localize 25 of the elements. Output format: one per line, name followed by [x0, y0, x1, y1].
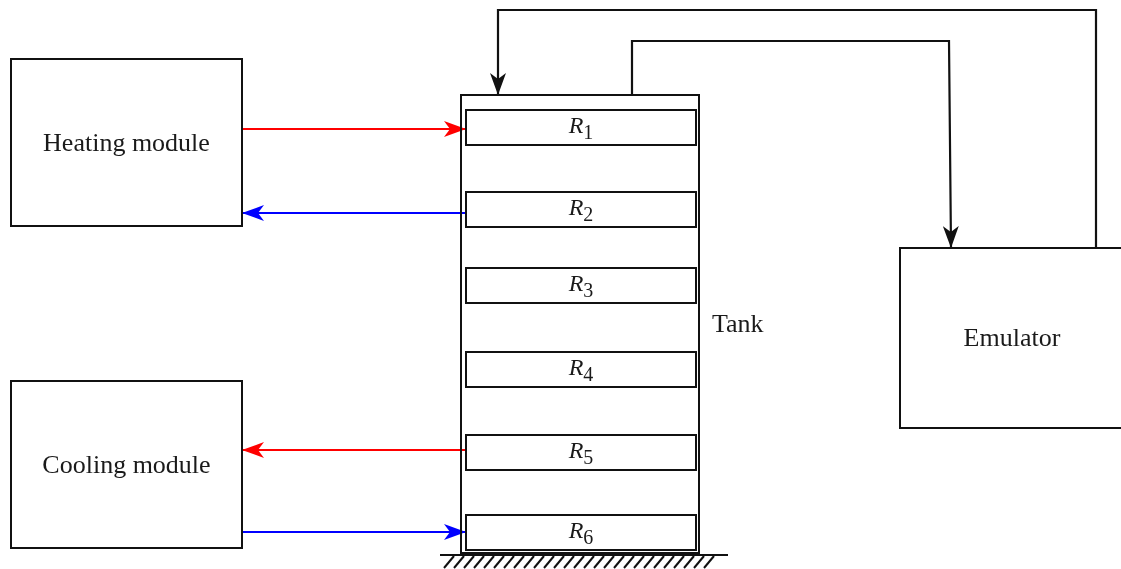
- layer-box: [465, 191, 697, 228]
- layer-label: R$_{3}$: [568, 269, 594, 302]
- box-label: Emulator: [963, 323, 1061, 353]
- arrow: [243, 121, 466, 137]
- layer-box: [465, 434, 697, 471]
- arrow: [490, 8, 1098, 247]
- box-label: Cooling module: [42, 449, 211, 480]
- module-box: [10, 380, 243, 549]
- arrow: [243, 524, 466, 540]
- box-label: Heating module: [43, 127, 210, 158]
- layer-label: R$_{6}$: [568, 516, 594, 549]
- emulator-box: [899, 247, 1121, 429]
- layer-box: [465, 514, 697, 551]
- arrow: [630, 39, 959, 248]
- tank-label: Tank: [712, 309, 764, 339]
- layer-label: R$_{5}$: [568, 436, 594, 469]
- layer-label: R$_{1}$: [568, 111, 594, 144]
- layer-box: [465, 109, 697, 146]
- layer-label: R$_{2}$: [568, 193, 594, 226]
- layer-box: [465, 351, 697, 388]
- arrow: [242, 442, 465, 458]
- module-box: [10, 58, 243, 227]
- layer-label: R$_{4}$: [568, 353, 594, 386]
- arrow: [242, 205, 465, 221]
- layer-box: [465, 267, 697, 304]
